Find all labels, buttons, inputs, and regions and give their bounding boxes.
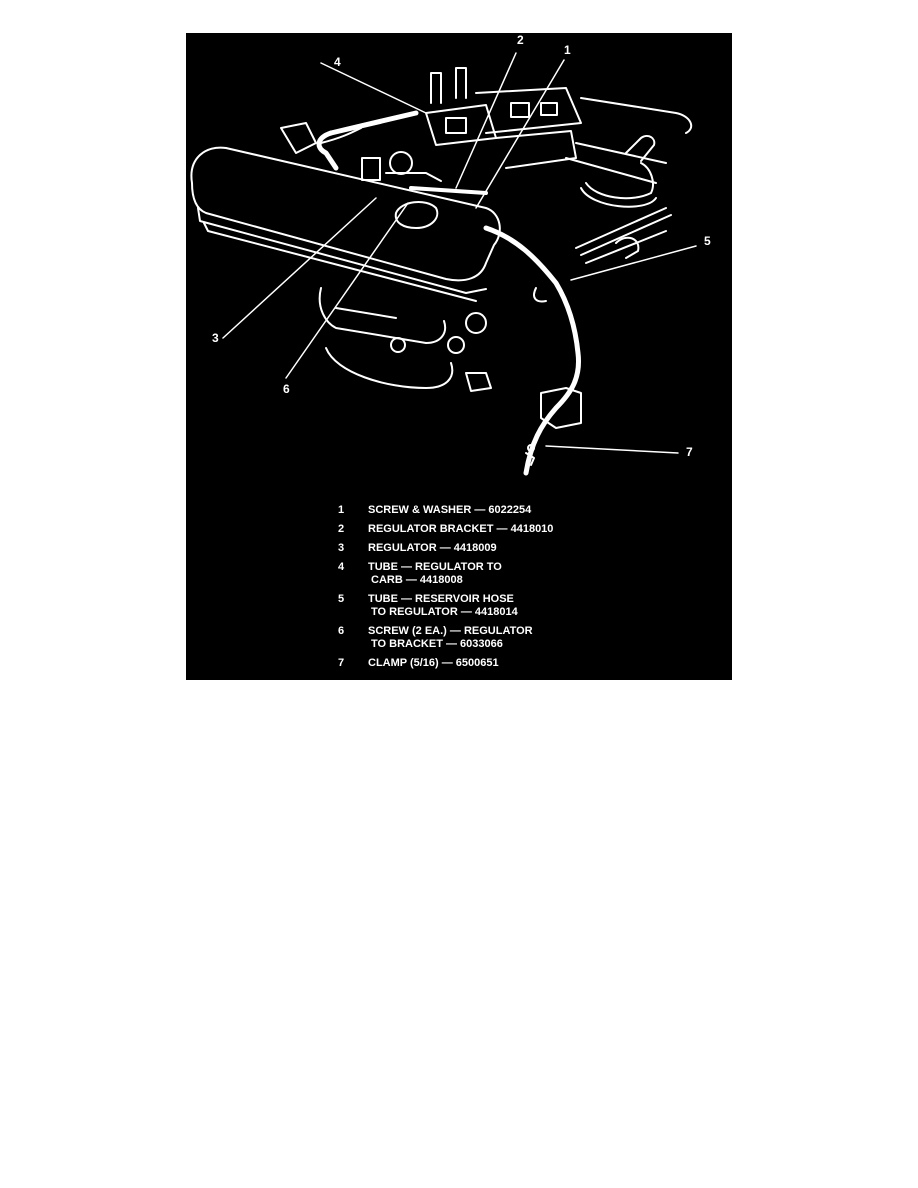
callout-3: 3 xyxy=(212,331,219,345)
callout-5: 5 xyxy=(704,234,711,248)
legend-item: 6 SCREW (2 EA.) — REGULATOR TO BRACKET —… xyxy=(338,625,533,650)
diagram-panel: 4 2 1 5 3 6 7 1 SCREW & WASHER — 6022254… xyxy=(186,33,732,680)
callout-4: 4 xyxy=(334,55,341,69)
legend-item: 5 TUBE — RESERVOIR HOSE TO REGULATOR — 4… xyxy=(338,593,518,618)
engine-illustration xyxy=(190,52,697,476)
legend-item: 3 REGULATOR — 4418009 xyxy=(338,542,497,554)
callout-7: 7 xyxy=(686,445,693,459)
legend-item: 2 REGULATOR BRACKET — 4418010 xyxy=(338,523,554,535)
legend-item: 7 CLAMP (5/16) — 6500651 xyxy=(338,657,499,669)
legend-item: 1 SCREW & WASHER — 6022254 xyxy=(338,504,532,516)
callout-6: 6 xyxy=(283,382,290,396)
legend-item: 4 TUBE — REGULATOR TO CARB — 4418008 xyxy=(338,561,502,586)
parts-legend: 1 SCREW & WASHER — 6022254 2 REGULATOR B… xyxy=(338,504,638,676)
callout-2: 2 xyxy=(517,33,524,47)
callout-1: 1 xyxy=(564,43,571,57)
